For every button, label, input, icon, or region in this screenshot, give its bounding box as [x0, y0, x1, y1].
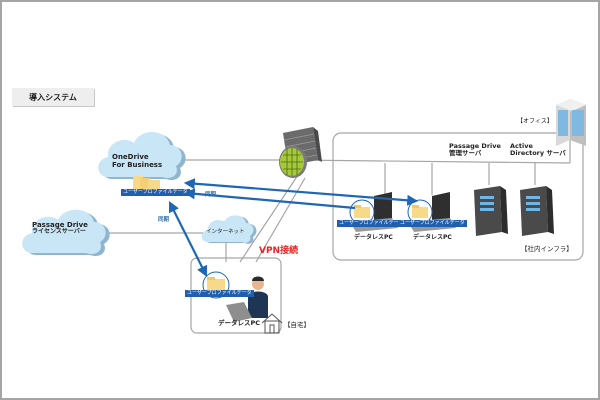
license-server-label-line2: ライセンスサーバー [32, 228, 86, 236]
sync-arrow-home-pc [169, 201, 207, 277]
office-pc2-label: データレスPC [413, 234, 452, 241]
line-firewall-office [292, 159, 571, 164]
home-user-icon [202, 271, 268, 322]
home-label: 【自宅】 [284, 321, 310, 329]
sync-label-home: 同期 [158, 217, 170, 223]
vpn-label: VPN接続 [259, 246, 299, 256]
passage-server-label-line2: 管理サーバ [449, 149, 482, 158]
license-server-label-line1: Passage Drive [32, 221, 88, 229]
sync-arrow-office-pc1 [183, 188, 356, 210]
ad-server-label-line2: Directory サーバ [510, 149, 566, 158]
home-pc-label: データレスPC [218, 319, 261, 327]
onedrive-label: OneDrive For Business [112, 153, 162, 169]
onedrive-cloud-icon [98, 131, 186, 180]
office-label: 【オフィス】 [517, 118, 553, 125]
profile-data-tag-office-2: ユーザープロファイルデータ [398, 220, 467, 227]
onedrive-label-line2: For Business [112, 161, 163, 170]
passage-server-label: Passage Drive 管理サーバ [449, 142, 501, 158]
profile-data-tag-onedrive: ユーザープロファイルデータ [121, 189, 190, 196]
onedrive-label-line1: OneDrive [112, 153, 149, 161]
office-building-icon [556, 99, 586, 146]
passage-server-label-line1: Passage Drive [449, 142, 501, 150]
section-title: 導入システム [12, 88, 94, 106]
sync-label-office: 同期 [205, 192, 217, 198]
house-icon [261, 313, 283, 334]
license-server-cloud-icon [22, 209, 110, 256]
internet-label: インターネット [206, 229, 245, 235]
server-icon-passage [474, 186, 508, 236]
sync-arrow-office-pc2 [183, 178, 419, 206]
ad-server-label: Active Directory サーバ [510, 142, 566, 158]
onedrive-folder-icon [133, 176, 160, 190]
profile-data-tag-home: ユーザープロファイルデータ [185, 290, 254, 297]
license-server-label: Passage Drive ライセンスサーバー [32, 221, 88, 236]
profile-data-tag-office-1: ユーザープロファイルデータ [337, 220, 406, 227]
infra-label: 【社内インフラ】 [521, 245, 573, 253]
firewall-icon [279, 127, 322, 178]
ad-server-label-line1: Active [510, 142, 533, 150]
server-icon-ad [520, 186, 554, 236]
office-pc1-label: データレスPC [354, 234, 393, 241]
internet-cloud-icon [201, 215, 257, 244]
